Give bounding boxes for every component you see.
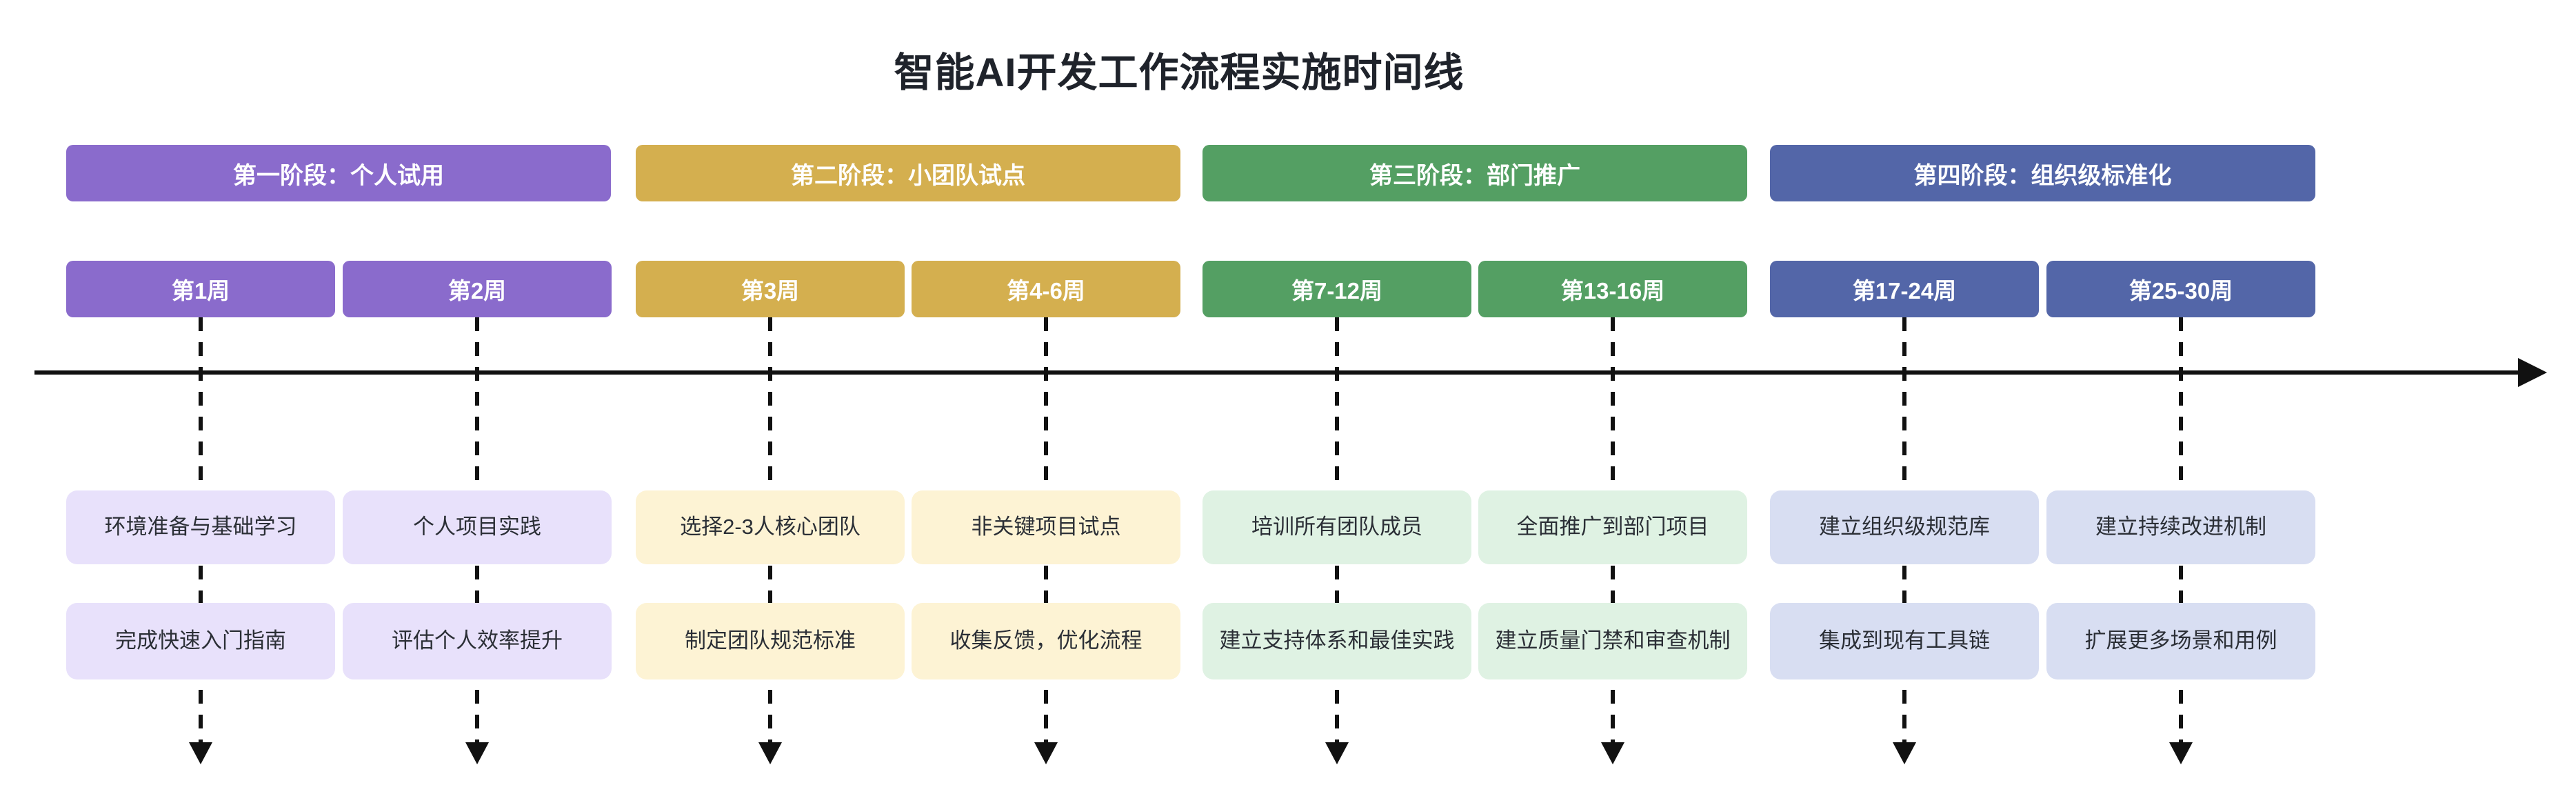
- phase-header-2: 第二阶段：小团队试点: [636, 145, 1180, 201]
- arrow-down-icon: [1034, 742, 1058, 764]
- phase-header-3: 第三阶段：部门推广: [1203, 145, 1747, 201]
- week-bar-3: 第3周: [636, 261, 905, 317]
- week-bar-5: 第7-12周: [1203, 261, 1471, 317]
- arrow-down-icon: [189, 742, 212, 764]
- task-box: 培训所有团队成员: [1203, 490, 1471, 564]
- week-bar-7: 第17-24周: [1770, 261, 2039, 317]
- task-box: 扩展更多场景和用例: [2046, 603, 2315, 679]
- task-box: 建立组织级规范库: [1770, 490, 2039, 564]
- arrow-down-icon: [1325, 742, 1349, 764]
- arrow-down-icon: [1893, 742, 1916, 764]
- task-box: 选择2-3人核心团队: [636, 490, 905, 564]
- week-bar-1: 第1周: [66, 261, 335, 317]
- task-box: 集成到现有工具链: [1770, 603, 2039, 679]
- task-box: 评估个人效率提升: [343, 603, 612, 679]
- arrow-down-icon: [758, 742, 782, 764]
- task-box: 个人项目实践: [343, 490, 612, 564]
- task-box: 建立持续改进机制: [2046, 490, 2315, 564]
- week-bar-2: 第2周: [343, 261, 612, 317]
- task-box: 制定团队规范标准: [636, 603, 905, 679]
- arrow-right-icon: [2518, 358, 2547, 387]
- arrow-down-icon: [2169, 742, 2193, 764]
- phase-header-1: 第一阶段：个人试用: [66, 145, 611, 201]
- task-box: 完成快速入门指南: [66, 603, 335, 679]
- task-box: 收集反馈，优化流程: [912, 603, 1180, 679]
- diagram-title: 智能AI开发工作流程实施时间线: [894, 50, 1465, 95]
- week-bar-6: 第13-16周: [1478, 261, 1747, 317]
- week-bar-8: 第25-30周: [2046, 261, 2315, 317]
- task-box: 建立质量门禁和审查机制: [1478, 603, 1747, 679]
- arrow-down-icon: [1601, 742, 1624, 764]
- task-box: 全面推广到部门项目: [1478, 490, 1747, 564]
- timeline-axis: [34, 370, 2521, 375]
- task-box: 建立支持体系和最佳实践: [1203, 603, 1471, 679]
- arrow-down-icon: [465, 742, 489, 764]
- task-box: 环境准备与基础学习: [66, 490, 335, 564]
- week-bar-4: 第4-6周: [912, 261, 1180, 317]
- task-box: 非关键项目试点: [912, 490, 1180, 564]
- phase-header-4: 第四阶段：组织级标准化: [1770, 145, 2315, 201]
